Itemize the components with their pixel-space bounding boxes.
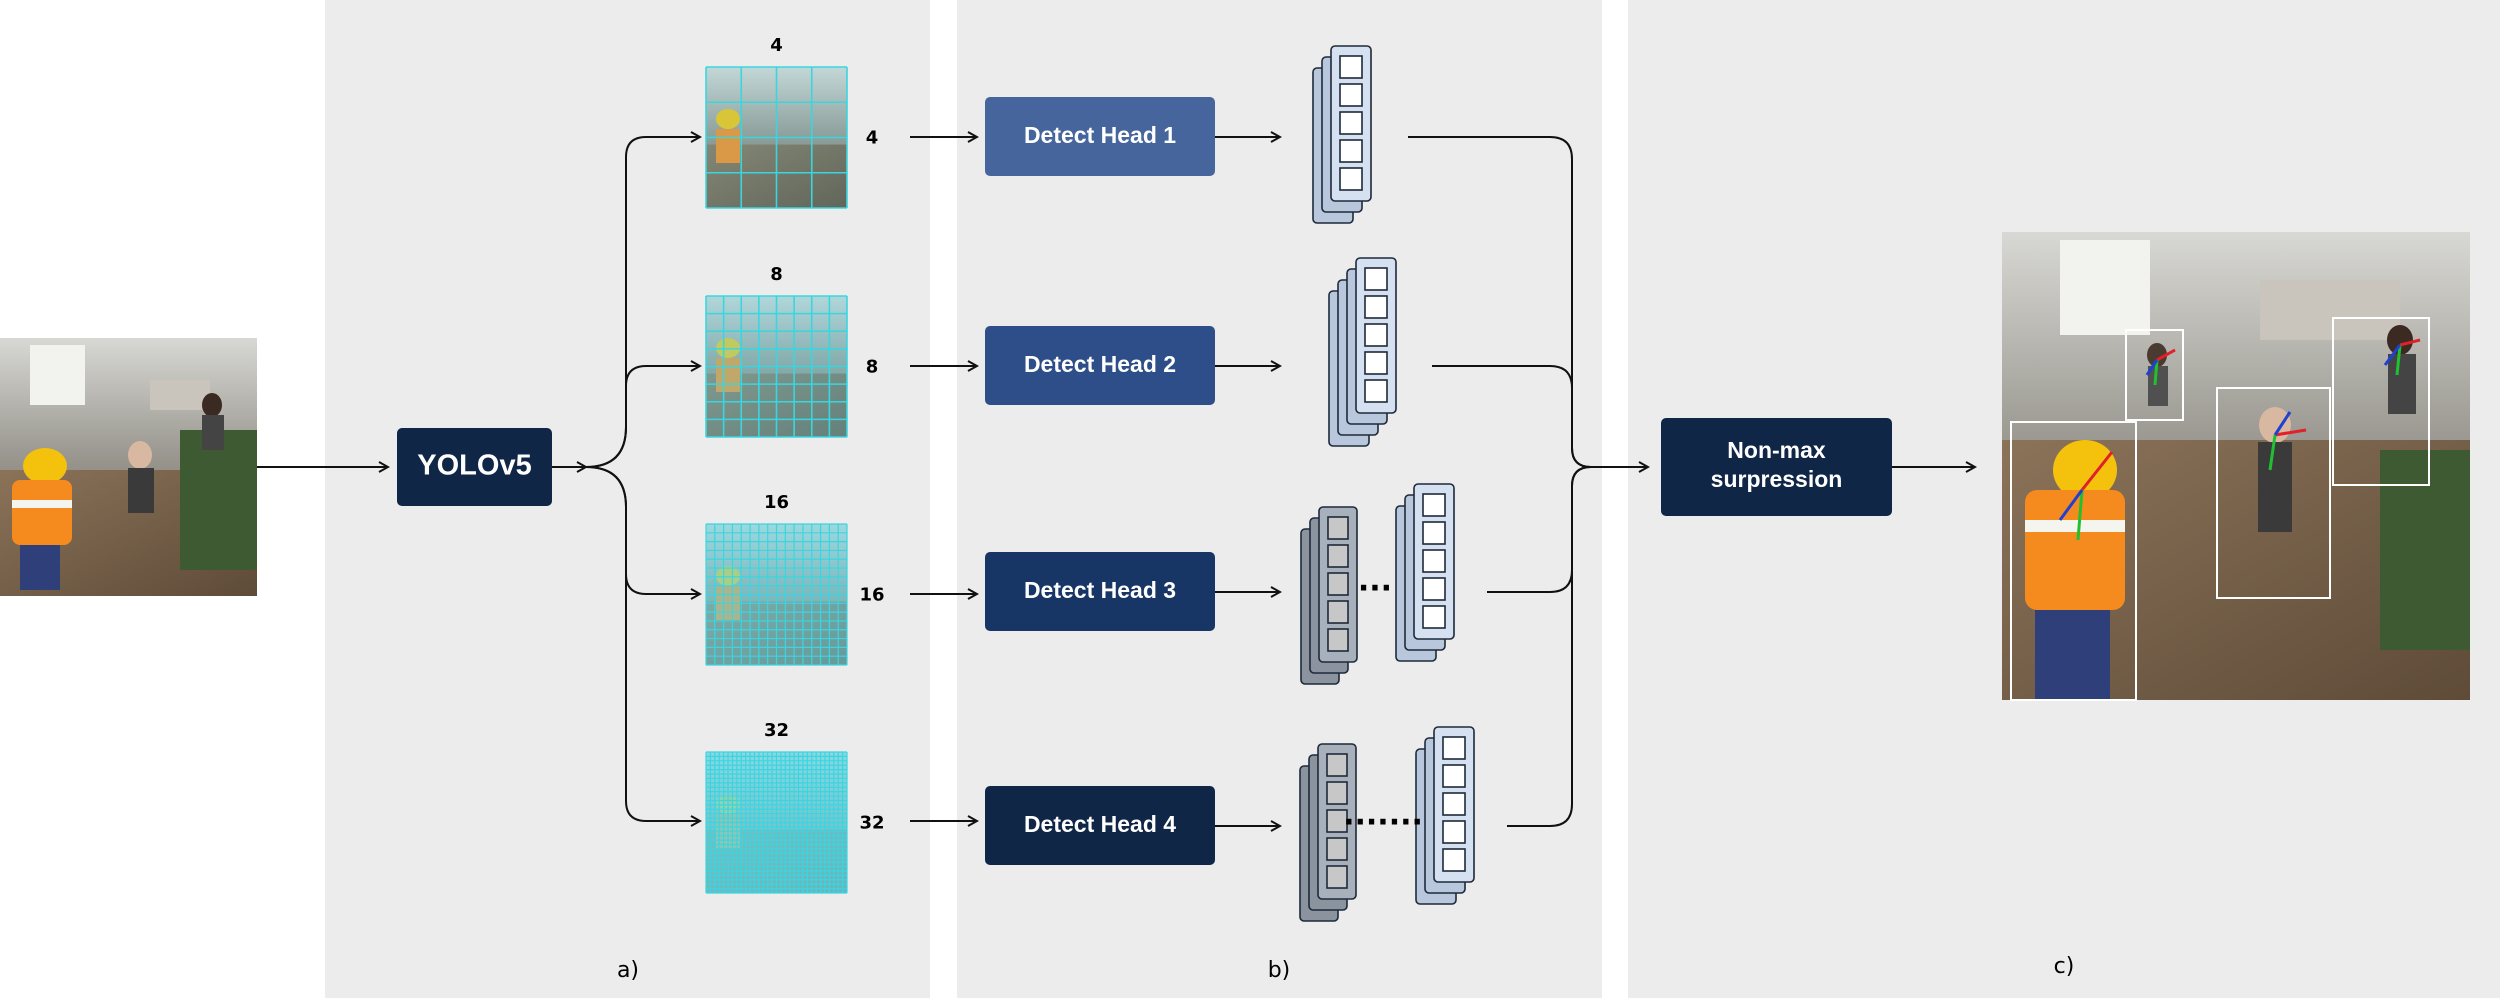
head-3-ellipsis: ···	[1358, 571, 1392, 606]
detect-head-2-label: Detect Head 2	[1024, 351, 1176, 377]
backbone-fanout	[552, 137, 700, 821]
detect-head-3-label: Detect Head 3	[1024, 577, 1176, 603]
input-image	[0, 338, 257, 596]
grid-8: 88	[705, 264, 879, 438]
merge-to-nms	[1408, 136, 1648, 827]
output-image	[2002, 232, 2470, 700]
grid-4-side-label: 4	[866, 128, 879, 149]
detect-head-1-label: Detect Head 1	[1024, 122, 1176, 148]
detect-head-1: Detect Head 1	[985, 97, 1215, 176]
detect-head-2-box	[985, 326, 1215, 405]
feature-stack-3-dark	[1300, 506, 1358, 685]
panel-label-a: a)	[617, 958, 639, 983]
feature-stack-1	[1312, 45, 1372, 224]
grid-32-top-label: 32	[764, 720, 789, 741]
detection-box-person-back	[2125, 329, 2184, 421]
grid-8-side-label: 8	[866, 357, 879, 378]
nms-box: Non-max surpression	[1661, 418, 1892, 516]
feature-stack-2	[1328, 257, 1397, 447]
head-4-ellipsis: ·······	[1343, 805, 1423, 840]
grid-32-side-label: 32	[859, 813, 884, 834]
head-to-feature-arrows	[1215, 137, 1280, 826]
feature-stack-4-dark	[1299, 743, 1357, 922]
grid-16-top-label: 16	[764, 492, 789, 513]
grid-16-lines	[705, 523, 848, 666]
nms-label-line2: surpression	[1711, 466, 1843, 492]
grid-4-lines	[705, 66, 848, 209]
nms-label-line1: Non-max	[1727, 437, 1826, 463]
detect-head-4-label: Detect Head 4	[1024, 811, 1176, 837]
grid-4: 44	[705, 35, 879, 209]
detection-box-worker	[2010, 421, 2137, 701]
grid-32: 32 32	[705, 720, 885, 894]
grid-16-side-label: 16	[859, 585, 884, 606]
grid-8-top-label: 8	[770, 264, 783, 285]
feature-stack-3-light	[1395, 483, 1455, 662]
detection-boxes	[2010, 317, 2430, 701]
panel-label-b: b)	[1268, 958, 1291, 983]
pose-axes	[2058, 338, 2421, 541]
grid-to-head-arrows	[910, 137, 977, 821]
yolov5-label: YOLOv5	[417, 450, 531, 482]
detect-head-1-box	[985, 97, 1215, 176]
panel-label-c: c)	[2054, 954, 2075, 979]
detect-head-4-box	[985, 786, 1215, 865]
grid-4-top-label: 4	[770, 35, 783, 56]
yolov5-box: YOLOv5	[397, 428, 552, 506]
feature-stack-4-light	[1415, 726, 1475, 905]
detection-box-person-right	[2332, 317, 2430, 486]
detect-head-3: Detect Head 3	[985, 552, 1215, 631]
grid-32-lines	[705, 751, 848, 894]
detect-head-4: Detect Head 4	[985, 786, 1215, 865]
detection-box-person-seated	[2216, 387, 2331, 599]
detect-head-3-box	[985, 552, 1215, 631]
detect-head-2: Detect Head 2	[985, 326, 1215, 405]
grid-8-lines	[705, 295, 848, 438]
